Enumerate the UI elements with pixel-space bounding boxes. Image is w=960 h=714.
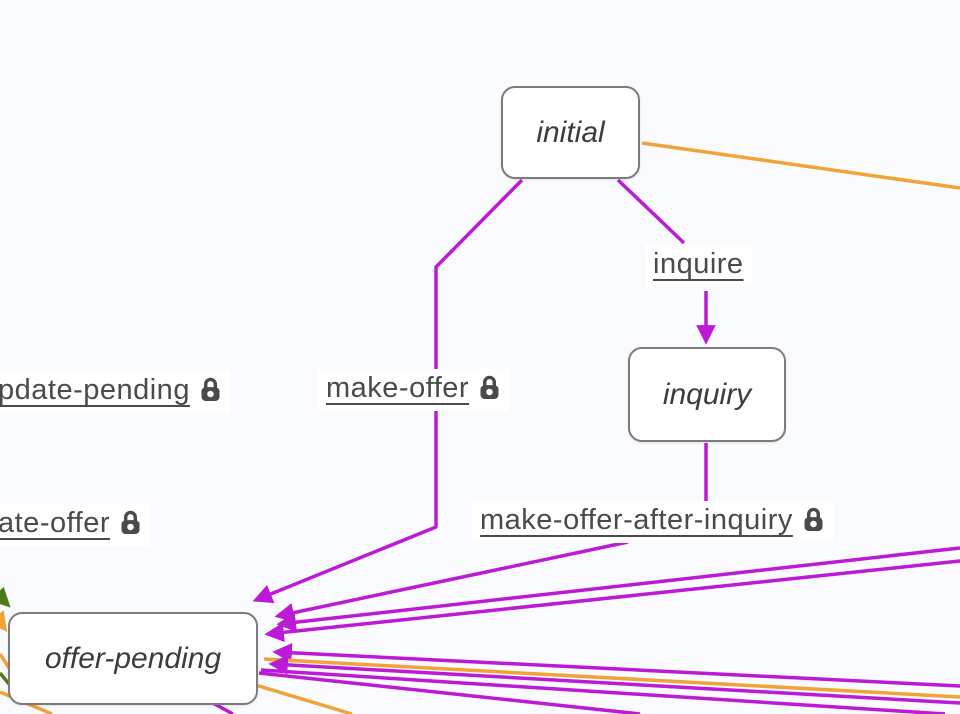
- transition-label-text: make-offer-after-inquiry: [480, 504, 793, 536]
- lock-icon: [121, 510, 140, 534]
- state-node-initial[interactable]: initial: [501, 86, 640, 179]
- edge-fan-right-orange: [263, 657, 960, 699]
- edge-initial-to-inquire-label: [616, 178, 686, 245]
- edge-incoming-right-2-arrow: [264, 559, 960, 643]
- transition-label-inquire[interactable]: inquire: [645, 245, 752, 287]
- edge-fan-right-1-arrow: [272, 643, 960, 688]
- transition-label-update-pending[interactable]: pdate-pending: [0, 371, 230, 413]
- transition-label-text: ate-offer: [0, 507, 110, 539]
- lock-icon: [480, 375, 499, 399]
- state-node-inquiry[interactable]: inquiry: [628, 347, 786, 442]
- edge-offer-pending-orange-bottom: [251, 682, 353, 714]
- edge-fan-right-2-arrow: [268, 655, 960, 705]
- edge-green-left-lower: [0, 671, 11, 686]
- transition-label-update-offer[interactable]: ate-offer: [0, 504, 150, 546]
- edge-initial-orange-right: [641, 141, 960, 190]
- lock-icon: [804, 507, 823, 531]
- edge-incoming-right-1-arrow: [276, 546, 960, 632]
- state-node-offer-pending[interactable]: offer-pending: [8, 612, 258, 705]
- edge-fan-right-4: [258, 671, 641, 714]
- transition-label-text: inquire: [653, 248, 744, 280]
- transition-label-text: pdate-pending: [0, 374, 190, 406]
- transition-label-text: make-offer: [326, 372, 470, 404]
- edge-fan-right-3: [260, 668, 946, 714]
- edge-orange-incoming-left-arrow: [0, 610, 8, 632]
- state-node-label: offer-pending: [44, 641, 222, 675]
- lock-icon: [201, 377, 220, 401]
- transition-label-make-offer-after-inquiry[interactable]: make-offer-after-inquiry: [472, 501, 833, 543]
- state-node-label: initial: [536, 115, 605, 149]
- transition-label-make-offer[interactable]: make-offer: [318, 369, 510, 411]
- edge-green-incoming-left-arrow: [0, 586, 11, 608]
- state-node-label: inquiry: [662, 377, 752, 411]
- edge-make-offer-after-inquiry-arrow: [274, 540, 629, 623]
